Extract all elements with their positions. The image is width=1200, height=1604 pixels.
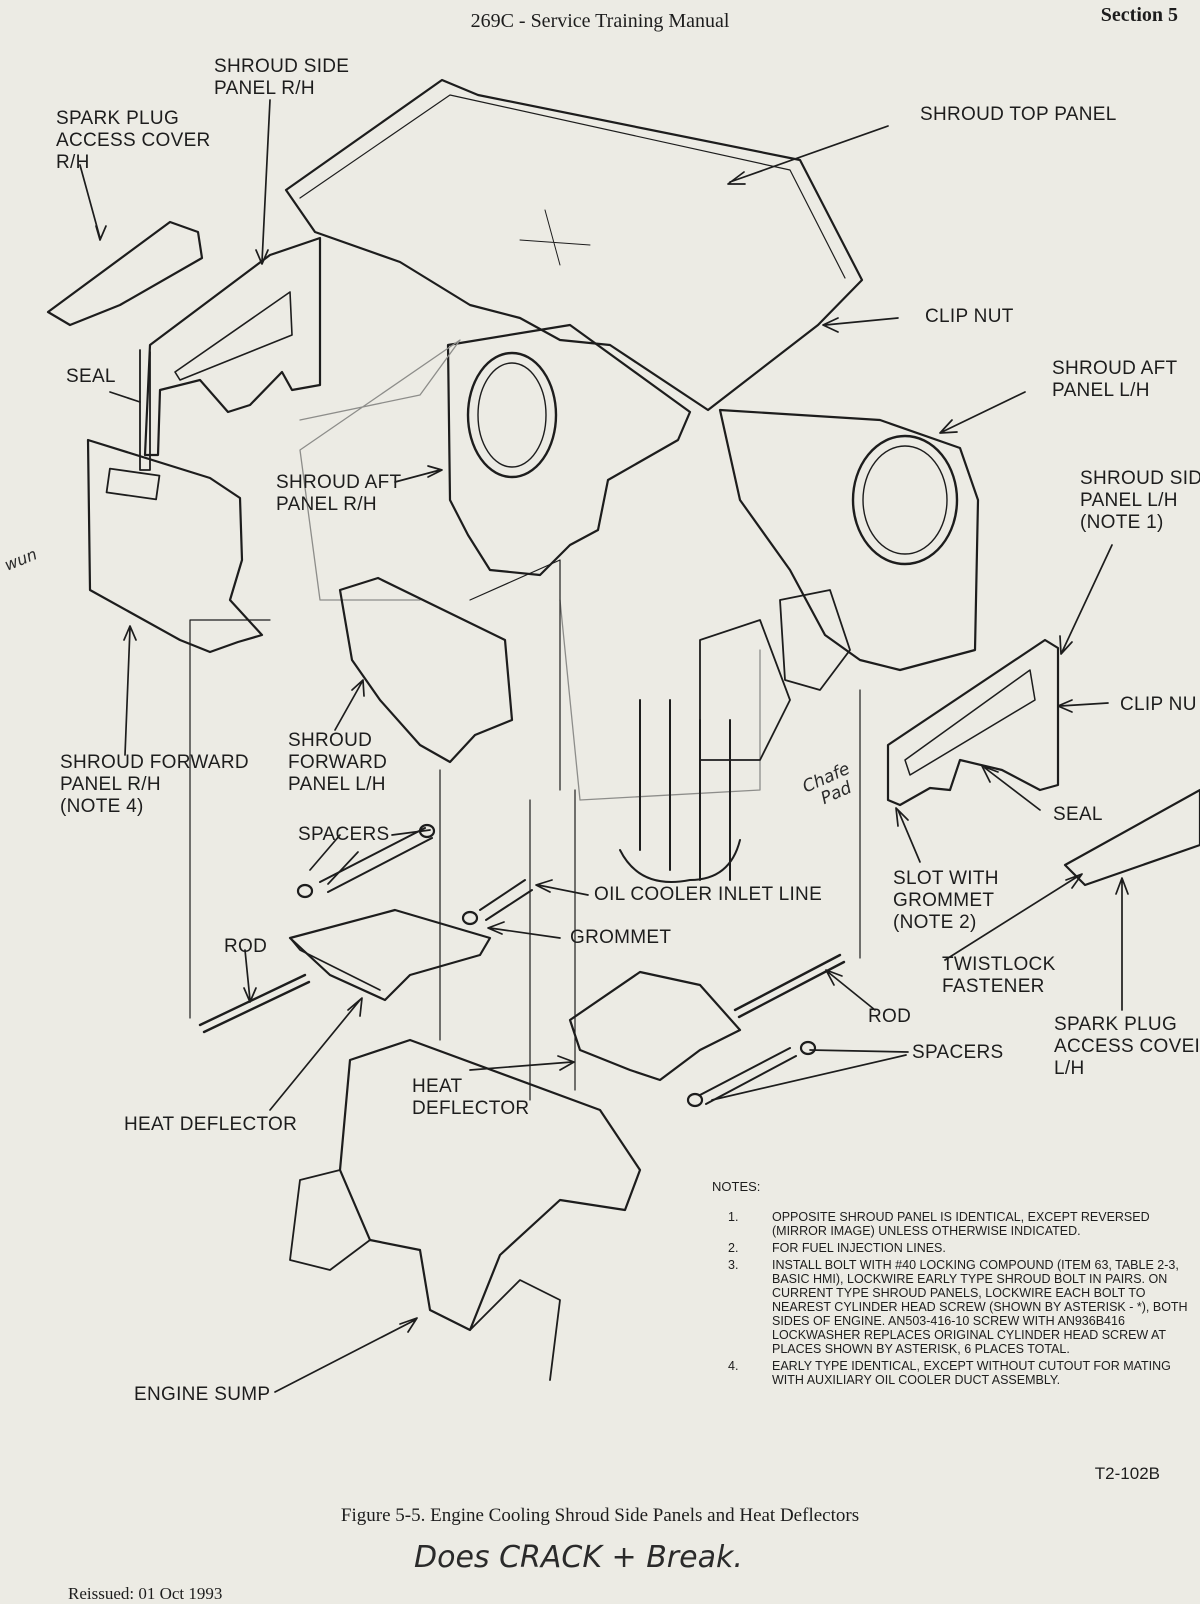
label-grommet: GROMMET [570, 927, 672, 948]
label-clip-nut-top: CLIP NUT [925, 306, 1014, 327]
shroud-top-panel-outline [284, 78, 864, 412]
label-rod-left: ROD [224, 936, 268, 957]
label-seal-left: SEAL [66, 366, 116, 387]
shroud-forward-panel-rh-outline [86, 438, 264, 654]
oil-cooler-inlet-line [479, 879, 533, 921]
manual-title: 269C - Service Training Manual [470, 10, 730, 32]
label-rod-right: ROD [868, 1006, 912, 1027]
shroud-side-panel-lh-outline [886, 638, 1060, 807]
label-seal-right: SEAL [1053, 804, 1103, 825]
notes-title: NOTES: [712, 1179, 761, 1194]
footer-reissue: Reissued: 01 Oct 1993 [68, 1584, 223, 1603]
note-item: 2.FOR FUEL INJECTION LINES. [728, 1241, 946, 1255]
heat-deflector-right-outline [568, 970, 742, 1082]
label-shroud-top-panel: SHROUD TOP PANEL [920, 104, 1117, 125]
spark-plug-cover-rh-outline [46, 220, 204, 327]
label-spacers-right: SPACERS [912, 1042, 1004, 1063]
shroud-side-panel-rh-outline [143, 236, 322, 457]
note-item: 4.EARLY TYPE IDENTICAL, EXCEPT WITHOUT C… [728, 1359, 1171, 1387]
handwritten-note-bottom: Does CRACK + Break. [414, 1540, 743, 1575]
shroud-forward-panel-lh-outline [338, 576, 514, 764]
label-clip-nut-right: CLIP NU [1120, 694, 1197, 715]
label-heat-deflector-left: HEAT DEFLECTOR [124, 1114, 298, 1135]
leader-lines [79, 99, 1129, 1393]
label-spacers-top: SPACERS [298, 824, 390, 845]
spacer-long-2 [699, 1047, 797, 1105]
section-number: Section 5 [1100, 4, 1178, 26]
note-item: 1.OPPOSITE SHROUD PANEL IS IDENTICAL, EX… [728, 1210, 1150, 1238]
seal-rh-outline [139, 349, 151, 471]
label-engine-sump: ENGINE SUMP [134, 1384, 271, 1405]
shroud-aft-panel-rh-outline [446, 323, 692, 577]
drawing-code: T2-102B [1094, 1464, 1160, 1483]
rod-left [198, 973, 311, 1034]
rod-right [733, 953, 846, 1019]
label-oil-cooler-inlet-line: OIL COOLER INLET LINE [594, 884, 823, 905]
notes-block: NOTES: 1.OPPOSITE SHROUD PANEL IS IDENTI… [712, 1180, 1192, 1390]
note-item: 3.INSTALL BOLT WITH #40 LOCKING COMPOUND… [728, 1258, 1188, 1356]
heat-deflector-left-outline [288, 908, 492, 1002]
figure-caption: Figure 5-5. Engine Cooling Shroud Side P… [340, 1505, 860, 1526]
shroud-aft-panel-lh-outline [718, 408, 980, 672]
